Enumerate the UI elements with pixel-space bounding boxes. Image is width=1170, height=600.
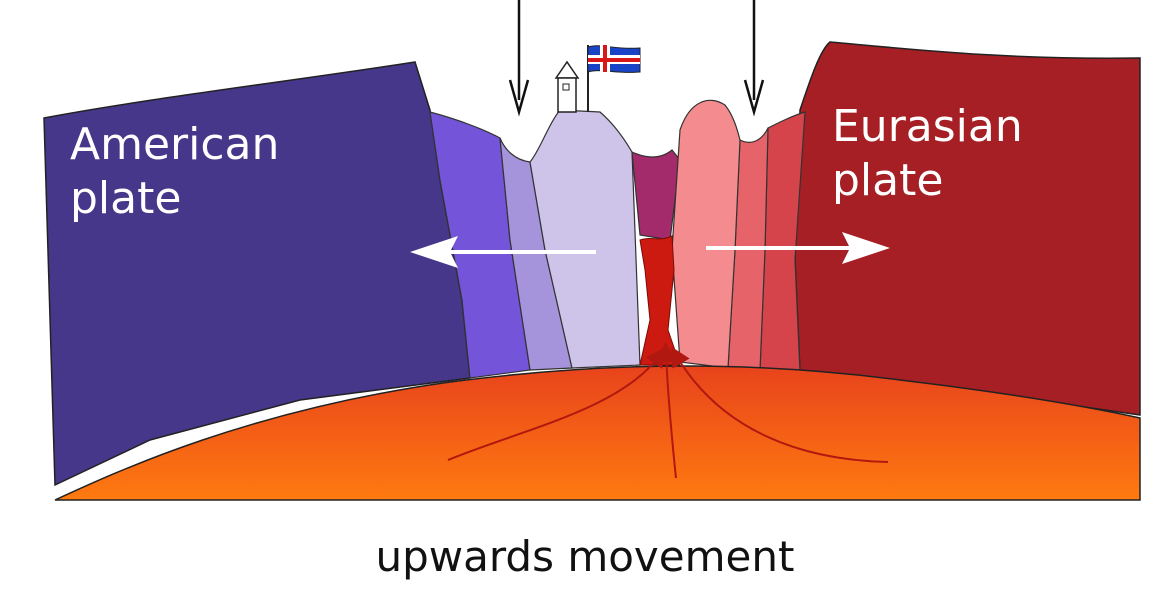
eurasian-label-line1: Eurasian — [832, 101, 1023, 152]
iceland-flag-icon — [587, 45, 641, 112]
flow-arrow-left — [447, 346, 666, 461]
spreading-arrow-left — [410, 236, 596, 268]
flow-arrow-right — [670, 346, 889, 463]
flow-arrow-center — [656, 342, 677, 479]
eurasian-band-pink — [671, 99, 741, 369]
rift-valley — [631, 149, 681, 241]
down-arrow-left — [508, 0, 530, 117]
american-plate-label: American plate — [70, 118, 279, 226]
american-label-line2: plate — [70, 173, 182, 224]
lighthouse-hut-icon — [554, 60, 580, 113]
spreading-arrow-right — [706, 232, 890, 264]
eurasian-plate-label: Eurasian plate — [832, 100, 1023, 208]
american-band-violet — [429, 111, 531, 379]
american-label-line1: American — [70, 119, 280, 170]
eurasian-label-line2: plate — [832, 155, 944, 206]
upwelling-flow-arrows — [447, 342, 889, 479]
down-arrow-right — [743, 0, 765, 117]
magma-channel — [639, 235, 681, 366]
caption-upwards-movement: upwards movement — [375, 532, 795, 581]
eurasian-plate — [794, 41, 1141, 416]
